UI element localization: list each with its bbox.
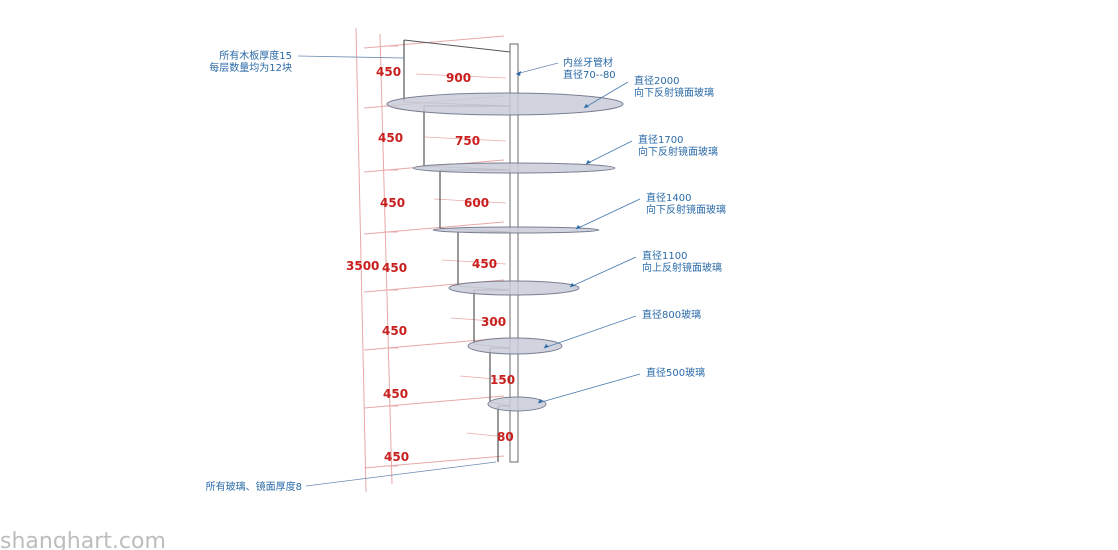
- level-depth-label: 600: [464, 196, 489, 210]
- glass-annotation-line1: 直径1100: [642, 249, 687, 262]
- level-height-label: 450: [382, 261, 407, 275]
- glass-disc: [487, 396, 547, 412]
- annotation-leader: [569, 256, 637, 288]
- glass-disc: [386, 92, 624, 116]
- glass-annotation-line1: 直径2000: [634, 74, 679, 87]
- depth-guide-line: [466, 432, 507, 438]
- level-depth-label: 450: [472, 257, 497, 271]
- board-top-edge: [403, 39, 511, 53]
- glass-annotation-line1: 直径500玻璃: [646, 366, 705, 379]
- glass-annotation-line1: 直径1400: [646, 191, 691, 204]
- level-depth-label: 900: [446, 71, 471, 85]
- annotation-arrowhead: [576, 225, 581, 229]
- annotation-arrowhead: [538, 399, 543, 403]
- glass-annotation-line1: 直径800玻璃: [642, 308, 701, 321]
- board-count-note: 每层数量均为12块: [209, 61, 292, 74]
- glass-annotation-line2: 向下反射镜面玻璃: [634, 86, 714, 99]
- level-height-label: 450: [384, 450, 409, 464]
- board-thickness-note: 所有木板厚度15: [219, 49, 292, 62]
- depth-guide-line: [433, 198, 507, 204]
- depth-guide-line: [415, 73, 507, 79]
- pipe-material-note: 内丝牙管材: [563, 56, 613, 69]
- pipe-diameter-note: 直径70--80: [563, 68, 616, 81]
- annotation-leader: [543, 315, 637, 349]
- annotation-arrowhead: [570, 283, 575, 287]
- level-height-label: 450: [383, 387, 408, 401]
- annotations: 直径2000向下反射镜面玻璃直径1700向下反射镜面玻璃直径1400向下反射镜面…: [297, 55, 726, 487]
- shelf-structure: [386, 39, 624, 463]
- glass-annotation-line2: 向下反射镜面玻璃: [646, 203, 726, 216]
- pipe-note-leader: [515, 62, 559, 75]
- level-depth-label: 750: [455, 134, 480, 148]
- annotation-arrowhead: [586, 160, 591, 164]
- glass-disc: [467, 337, 563, 355]
- depth-guide-line: [441, 259, 507, 265]
- glass-thickness-leader: [305, 461, 497, 487]
- glass-annotation-line1: 直径1700: [638, 133, 683, 146]
- annotation-leader: [583, 81, 629, 109]
- glass-annotation-line2: 向下反射镜面玻璃: [638, 145, 718, 158]
- annotation-arrowhead: [584, 104, 589, 108]
- glass-disc: [412, 162, 616, 174]
- level-depth-label: 300: [481, 315, 506, 329]
- pipe-note-arrowhead: [516, 71, 521, 76]
- depth-guide-line: [424, 136, 507, 142]
- central-pipe: [509, 43, 519, 463]
- level-depth-label: 150: [490, 373, 515, 387]
- glass-thickness-note: 所有玻璃、镜面厚度8: [206, 480, 302, 493]
- level-height-label: 450: [376, 65, 401, 79]
- glass-disc: [448, 280, 580, 296]
- level-height-label: 450: [380, 196, 405, 210]
- level-height-label: 450: [378, 131, 403, 145]
- glass-disc: [432, 226, 600, 234]
- level-depth-label: 80: [497, 430, 514, 444]
- level-dimension-line: [379, 33, 393, 485]
- total-dimension-line: [355, 27, 367, 493]
- level-height-label: 450: [382, 324, 407, 338]
- annotation-leader: [585, 140, 633, 165]
- annotation-leader: [575, 198, 641, 230]
- dimension-labels: 450 900 450 750 450 600 450 450 450 300 450 150 450 8…: [376, 65, 515, 464]
- depth-guide-line: [450, 317, 507, 323]
- annotation-leader: [537, 373, 641, 404]
- watermark: shanghart.com: [0, 529, 166, 550]
- glass-annotation-line2: 向上反射镜面玻璃: [642, 261, 722, 274]
- board-note-leader: [297, 55, 405, 59]
- total-height-label: 3500: [346, 259, 379, 273]
- annotation-arrowhead: [544, 344, 549, 348]
- depth-guide-line: [459, 375, 507, 381]
